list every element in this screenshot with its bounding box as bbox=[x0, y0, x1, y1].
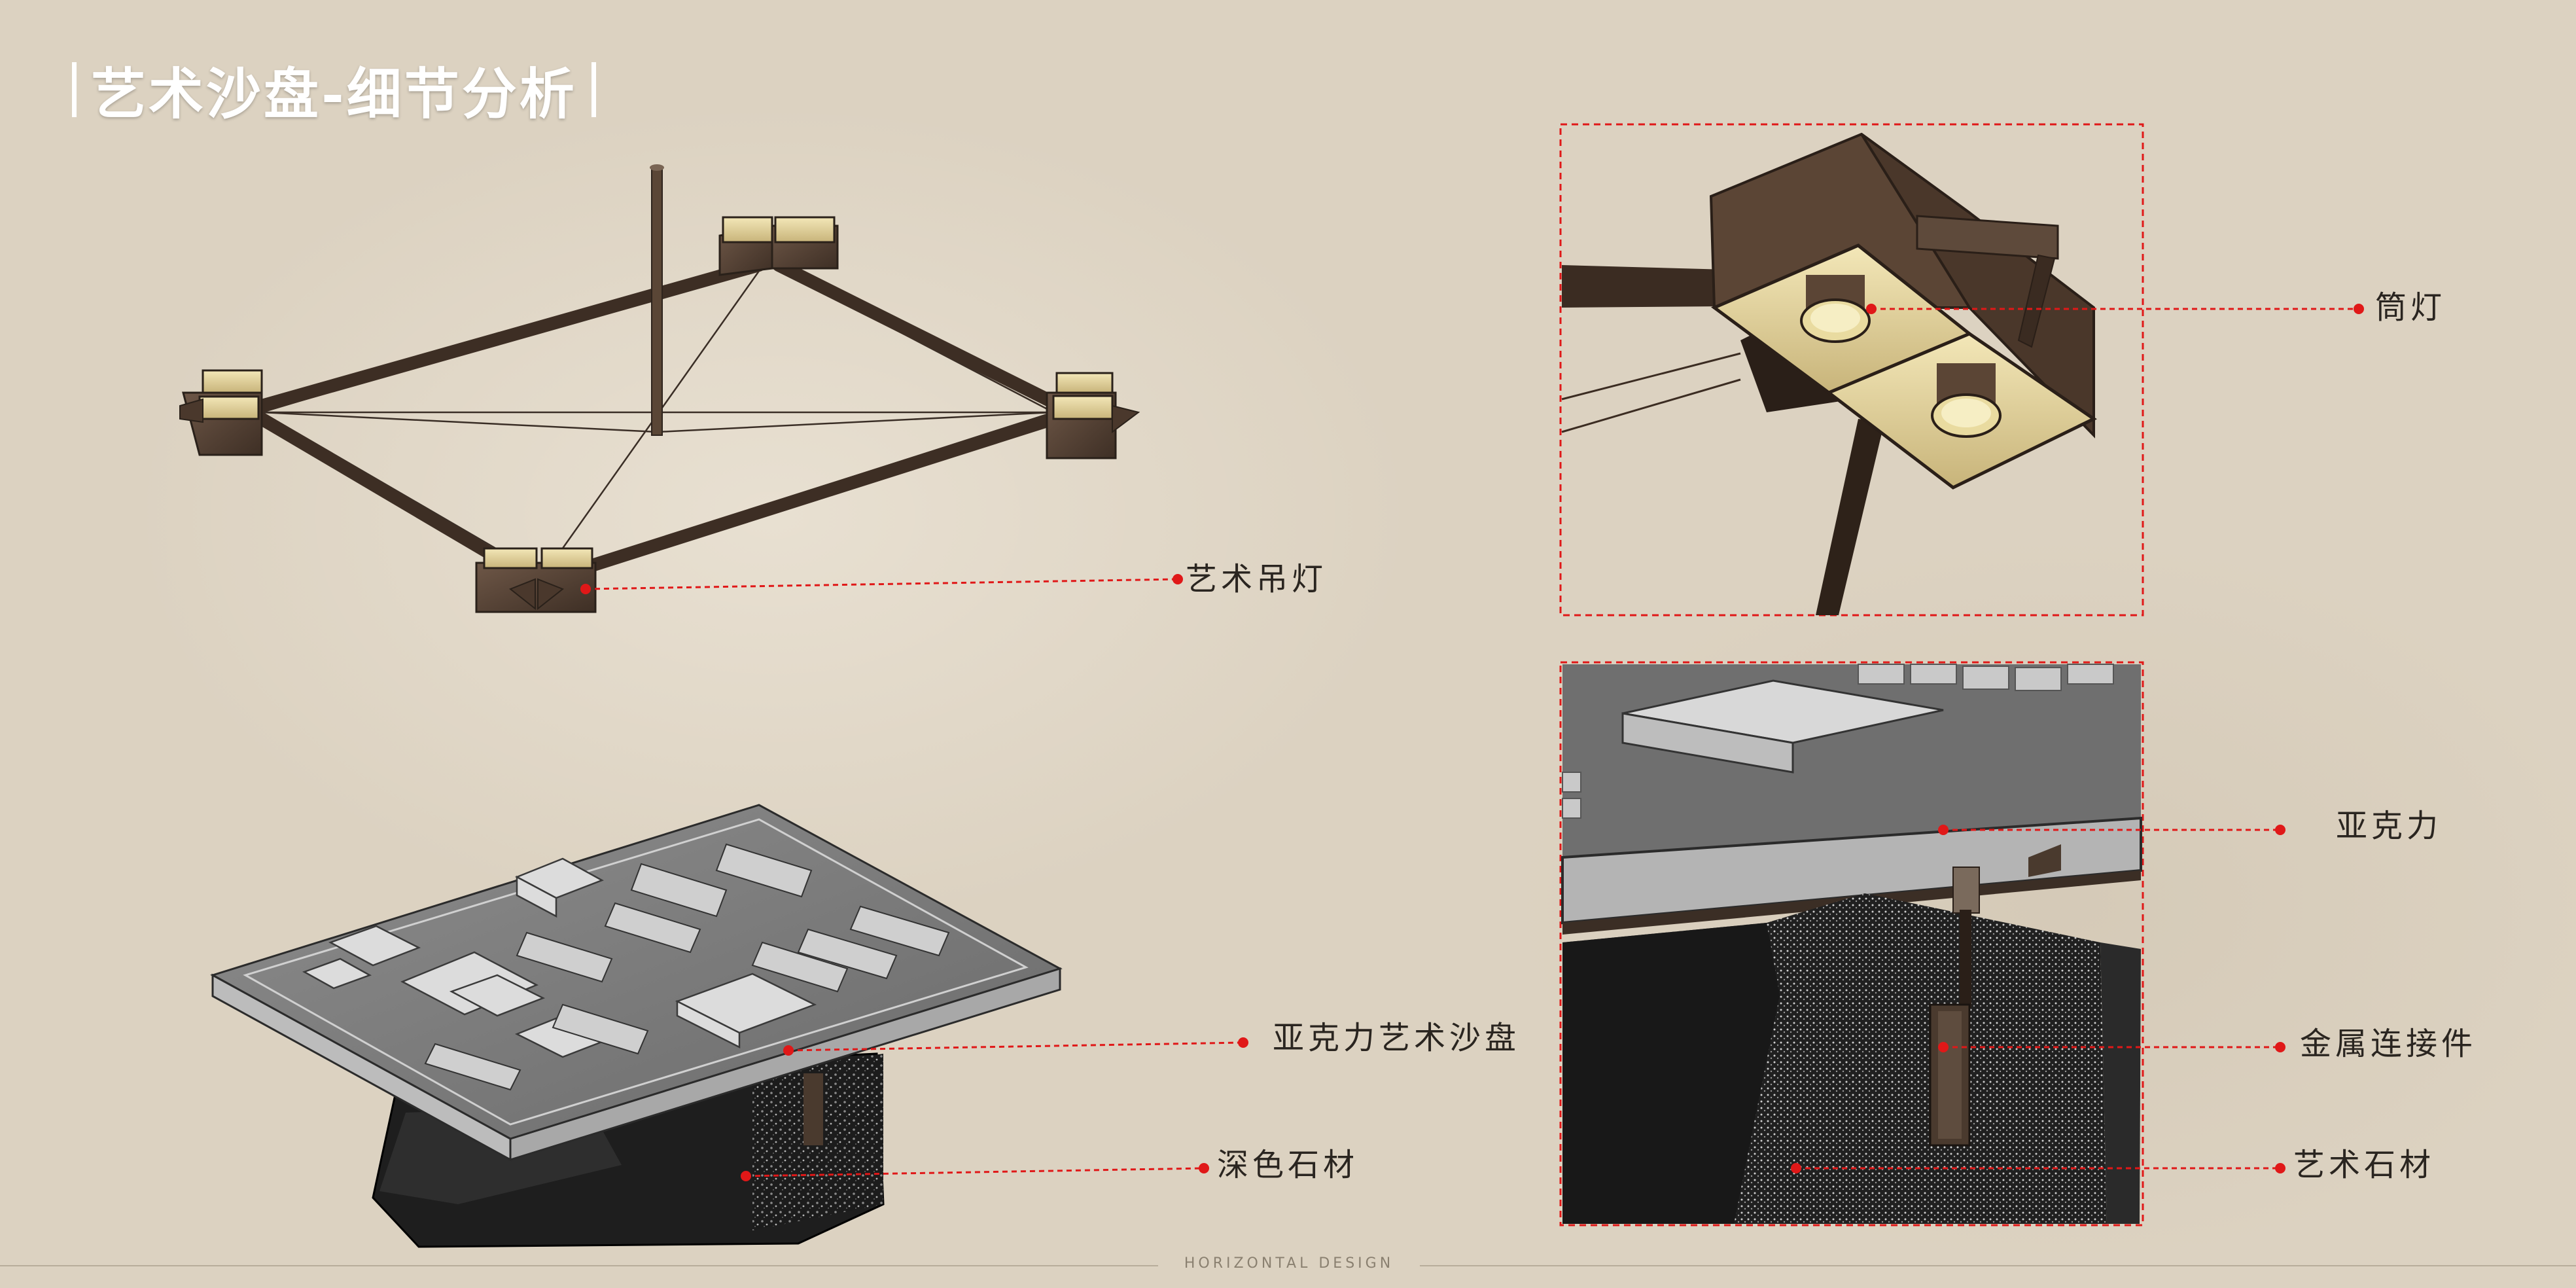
footer-brand: HORIZONTAL DESIGN bbox=[1184, 1255, 1394, 1272]
model-block-row bbox=[1562, 664, 2114, 819]
pole-cap bbox=[650, 164, 664, 171]
connector-cap bbox=[1952, 867, 1980, 914]
callout-metal-connector: 金属连接件 bbox=[2300, 1026, 2477, 1062]
callout-leaders bbox=[585, 308, 2359, 1177]
frame-arm-diagonal bbox=[1816, 419, 1884, 615]
connector-rod bbox=[1960, 910, 1971, 1008]
downlight-lens-1 bbox=[1800, 275, 1871, 343]
lamp-box-bottom bbox=[475, 547, 597, 613]
title-bar-right bbox=[591, 62, 596, 117]
acrylic-inner-border bbox=[243, 818, 1029, 1126]
title-bar-left bbox=[72, 62, 77, 117]
lamp-box-right bbox=[1046, 372, 1140, 459]
model-blocks bbox=[424, 843, 950, 1091]
lamp-box-left bbox=[179, 369, 263, 456]
callout-downlight: 筒灯 bbox=[2375, 289, 2446, 326]
footer-rule-left bbox=[0, 1265, 1158, 1266]
table-leg-connector bbox=[803, 1073, 823, 1145]
chandelier-frame bbox=[255, 259, 1060, 579]
footer-rule-right bbox=[1420, 1265, 2576, 1266]
chandelier-drawing bbox=[179, 164, 1140, 613]
sandtable-drawing bbox=[210, 804, 1063, 1248]
art-stone-shadow bbox=[1562, 923, 1780, 1224]
detail-frame-section bbox=[1559, 661, 2144, 1226]
callout-acrylic-sandtable: 亚克力艺术沙盘 bbox=[1273, 1020, 1521, 1056]
downlight-housing-side bbox=[1860, 133, 2095, 438]
page-title-text: 艺术沙盘-细节分析 bbox=[91, 61, 577, 126]
section-detail bbox=[1559, 661, 2144, 1226]
page-title: 艺术沙盘-细节分析 bbox=[58, 54, 610, 126]
callout-acrylic: 亚克力 bbox=[2336, 808, 2443, 844]
detail-frame-downlight bbox=[1559, 123, 2144, 617]
frame-arm-horizontal bbox=[1562, 265, 1727, 308]
model-buildings bbox=[302, 857, 817, 1058]
callout-dots bbox=[580, 304, 2364, 1181]
mount-plate bbox=[1916, 215, 2059, 260]
lamp-box-top bbox=[718, 216, 839, 276]
downlight-lens-2 bbox=[1931, 363, 2002, 438]
acrylic-edge-side bbox=[509, 967, 1061, 1162]
chandelier-pole bbox=[651, 166, 663, 436]
callout-dark-stone: 深色石材 bbox=[1217, 1147, 1359, 1183]
callout-art-stone: 艺术石材 bbox=[2293, 1147, 2435, 1183]
callout-chandelier: 艺术吊灯 bbox=[1186, 561, 1328, 598]
downlight-detail bbox=[1559, 123, 2144, 617]
